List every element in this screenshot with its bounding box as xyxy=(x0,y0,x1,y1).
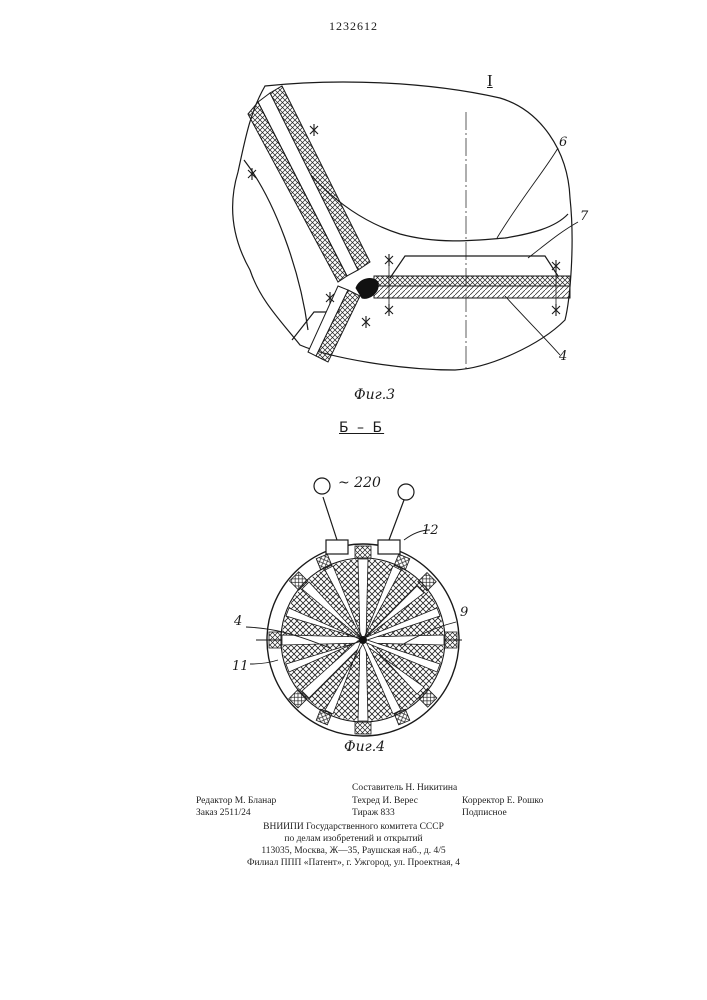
imprint-org1: ВНИИПИ Государственного комитета СССР xyxy=(0,823,707,833)
diagonal-arm-upper xyxy=(248,86,370,282)
imprint-order: Заказ 2511/24 xyxy=(196,809,251,819)
detail-label-I: I xyxy=(487,72,493,89)
imprint-compiler: Составитель Н. Никитина xyxy=(352,784,457,794)
ridge-7 xyxy=(390,256,558,278)
label-9: 9 xyxy=(460,606,468,619)
imprint-subscription: Подписное xyxy=(462,809,507,819)
horizontal-arm xyxy=(374,276,570,298)
leader-lines-fig3 xyxy=(497,148,578,355)
imprint-corrector: Корректор Е. Рошко xyxy=(462,797,543,807)
imprint-org2: по делам изобретений и открытий xyxy=(0,835,707,845)
imprint-circulation: Тираж 833 xyxy=(352,809,395,819)
label-7: 7 xyxy=(580,210,588,223)
imprint-techred: Техред И. Верес xyxy=(352,797,418,807)
voltage-label: ~ 220 xyxy=(338,476,381,490)
label-12: 12 xyxy=(422,524,439,537)
figure-4-caption: Фиг.4 xyxy=(344,740,385,754)
figure-4-drawing xyxy=(246,478,462,736)
imprint-editor: Редактор М. Бланар xyxy=(196,797,276,807)
label-4-fig3: 4 xyxy=(559,350,567,363)
label-6: 6 xyxy=(559,136,567,149)
section-title: Б – Б xyxy=(339,421,384,435)
label-11: 11 xyxy=(232,660,249,673)
imprint-branch: Филиал ППП «Патент», г. Ужгород, ул. Про… xyxy=(0,859,707,869)
figure-3-caption: Фиг.3 xyxy=(354,388,395,402)
imprint-address: 113035, Москва, Ж—35, Раушская наб., д. … xyxy=(0,847,707,857)
diagonal-arm-lower xyxy=(308,286,360,362)
label-4-fig4: 4 xyxy=(234,615,242,628)
